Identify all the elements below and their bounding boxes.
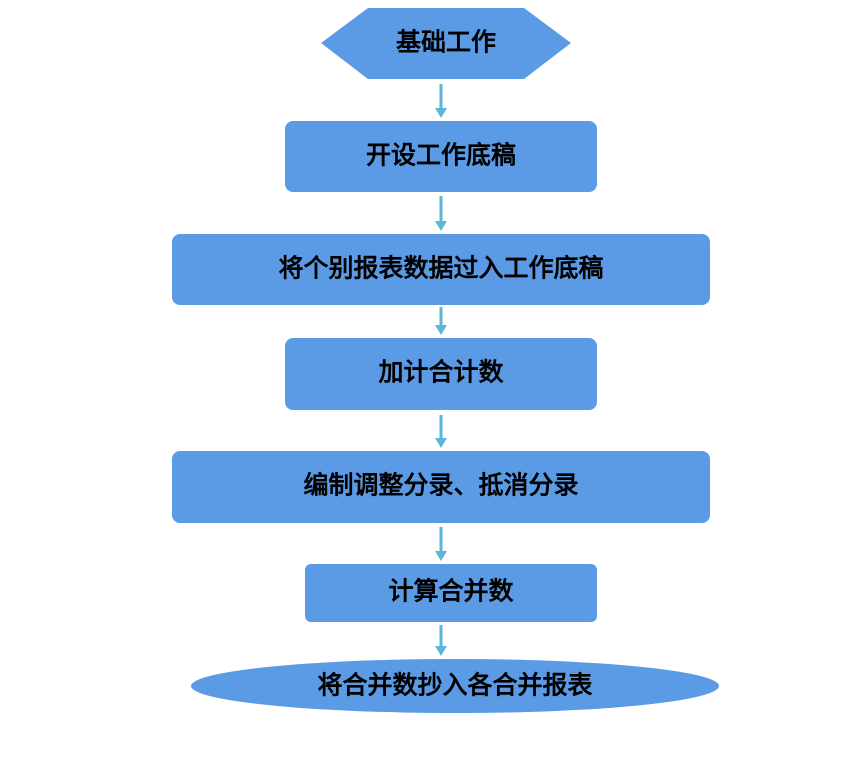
start-hexagon [321,8,571,79]
node-step-1: 开设工作底稿 [285,121,597,192]
step-3-label: 加计合计数 [377,358,504,387]
step-1-label: 开设工作底稿 [366,141,516,170]
node-step-2: 将个别报表数据过入工作底稿 [172,234,710,305]
edge-step-4-to-step-5 [435,527,447,561]
step-1-box [285,121,597,192]
start-label: 基础工作 [396,28,496,57]
edge-step-5-to-end [435,625,447,656]
step-5-label: 计算合并数 [388,577,514,606]
end-label: 将合并数抄入各合并报表 [317,671,593,700]
node-step-5: 计算合并数 [305,564,597,622]
step-4-box [172,451,710,523]
node-step-4: 编制调整分录、抵消分录 [172,451,710,523]
end-ellipse [191,659,719,713]
node-step-3: 加计合计数 [285,338,597,410]
step-4-label: 编制调整分录、抵消分录 [303,471,578,500]
edge-step-1-to-step-2 [435,196,447,231]
edge-step-3-to-step-4 [435,415,447,448]
node-end: 将合并数抄入各合并报表 [191,659,719,713]
step-5-box [305,564,597,622]
edge-step-2-to-step-3 [435,307,447,335]
node-start: 基础工作 [321,8,571,79]
step-2-box [172,234,710,305]
edge-start-to-step-1 [435,84,447,118]
step-3-box [285,338,597,410]
step-2-label: 将个别报表数据过入工作底稿 [278,254,603,283]
